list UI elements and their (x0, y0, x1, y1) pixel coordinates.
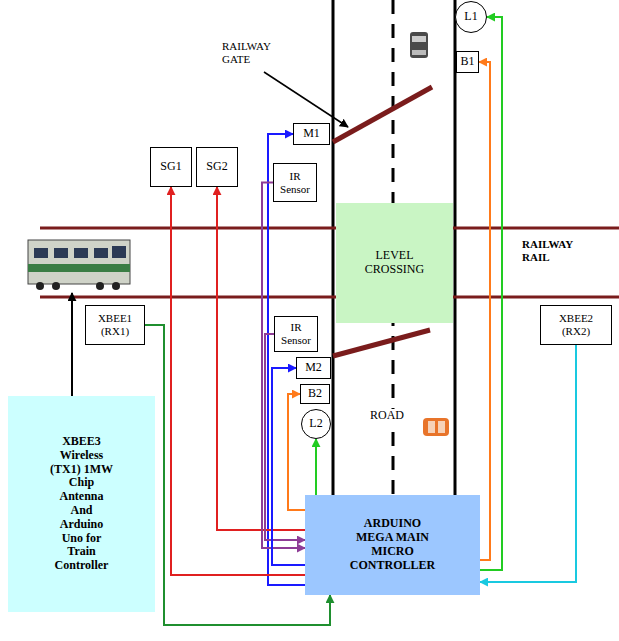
leader-line (264, 72, 348, 127)
signal-wire (480, 345, 576, 582)
signal-box: SG2 (196, 147, 238, 187)
node-text: M2 (305, 361, 322, 375)
receiver-box: XBEE2 (RX2) (540, 305, 612, 345)
signal-wire (479, 62, 490, 560)
signal-wire (288, 394, 305, 510)
car-icon (423, 418, 449, 436)
node-text: B1 (460, 55, 474, 69)
buzzer-box: B1 (456, 51, 479, 73)
diagram-label: ROAD (368, 409, 406, 423)
train-wheel (96, 282, 104, 290)
car-window (412, 50, 426, 55)
receiver-box: XBEE1 (RX1) (85, 305, 145, 345)
node-text: SG1 (160, 160, 181, 174)
train-window (94, 248, 108, 258)
gate-barrier (333, 330, 430, 356)
train-stripe (28, 264, 130, 272)
car-body (410, 32, 428, 58)
train-window (34, 248, 48, 258)
node-text: LEVEL CROSSING (365, 249, 424, 277)
node-text: M1 (303, 127, 320, 141)
car-body (423, 418, 449, 436)
car-window (428, 421, 435, 433)
train-illustration (28, 240, 130, 290)
node-text: ARDUINO MEGA MAIN MICRO CONTROLLER (350, 517, 435, 572)
gate-barrier (333, 87, 432, 142)
train-wheel (36, 282, 44, 290)
buzzer-box: B2 (300, 384, 330, 404)
node-text: IR Sensor (280, 170, 310, 195)
train-body (28, 240, 130, 284)
car-icon (410, 32, 428, 58)
lamp-circle: L2 (301, 409, 331, 439)
node-text: B2 (308, 387, 322, 401)
node-text: L1 (464, 10, 477, 24)
signal-wire (145, 325, 330, 625)
signal-wire (315, 439, 317, 495)
diagram-label: RAILWAY GATE (222, 40, 270, 65)
signal-box: SG1 (150, 147, 192, 187)
controller-box: ARDUINO MEGA MAIN MICRO CONTROLLER (305, 495, 480, 595)
sensor-box: IR Sensor (273, 163, 317, 202)
train-window (54, 248, 68, 258)
transmitter-box: XBEE3 Wireless (TX1) 1MW Chip Antenna An… (8, 396, 155, 612)
node-text: XBEE3 Wireless (TX1) 1MW Chip Antenna An… (50, 435, 113, 573)
train-wheel (52, 282, 60, 290)
wireless-arrow (71, 293, 73, 396)
rail-line (40, 227, 619, 230)
node-text: SG2 (206, 160, 227, 174)
car-window (412, 36, 426, 42)
signal-wire (480, 17, 502, 570)
node-text: XBEE2 (RX2) (559, 312, 593, 337)
node-text: L2 (309, 417, 322, 431)
lamp-circle: L1 (455, 1, 487, 33)
signal-wire (171, 187, 305, 575)
rail-line (40, 296, 619, 299)
road-edge (454, 0, 457, 495)
diagram-label: RAILWAY RAIL (522, 238, 573, 263)
motor-box: M2 (296, 357, 331, 379)
motor-box: M1 (293, 123, 330, 145)
train-window (112, 246, 126, 258)
car-window (438, 421, 445, 433)
crossing-area: LEVEL CROSSING (336, 203, 453, 323)
train-wheel (112, 282, 120, 290)
node-text: XBEE1 (RX1) (98, 312, 132, 337)
road-edge (332, 0, 335, 495)
sensor-box: IR Sensor (274, 316, 318, 352)
node-text: IR Sensor (281, 321, 311, 346)
train-window (74, 248, 88, 258)
